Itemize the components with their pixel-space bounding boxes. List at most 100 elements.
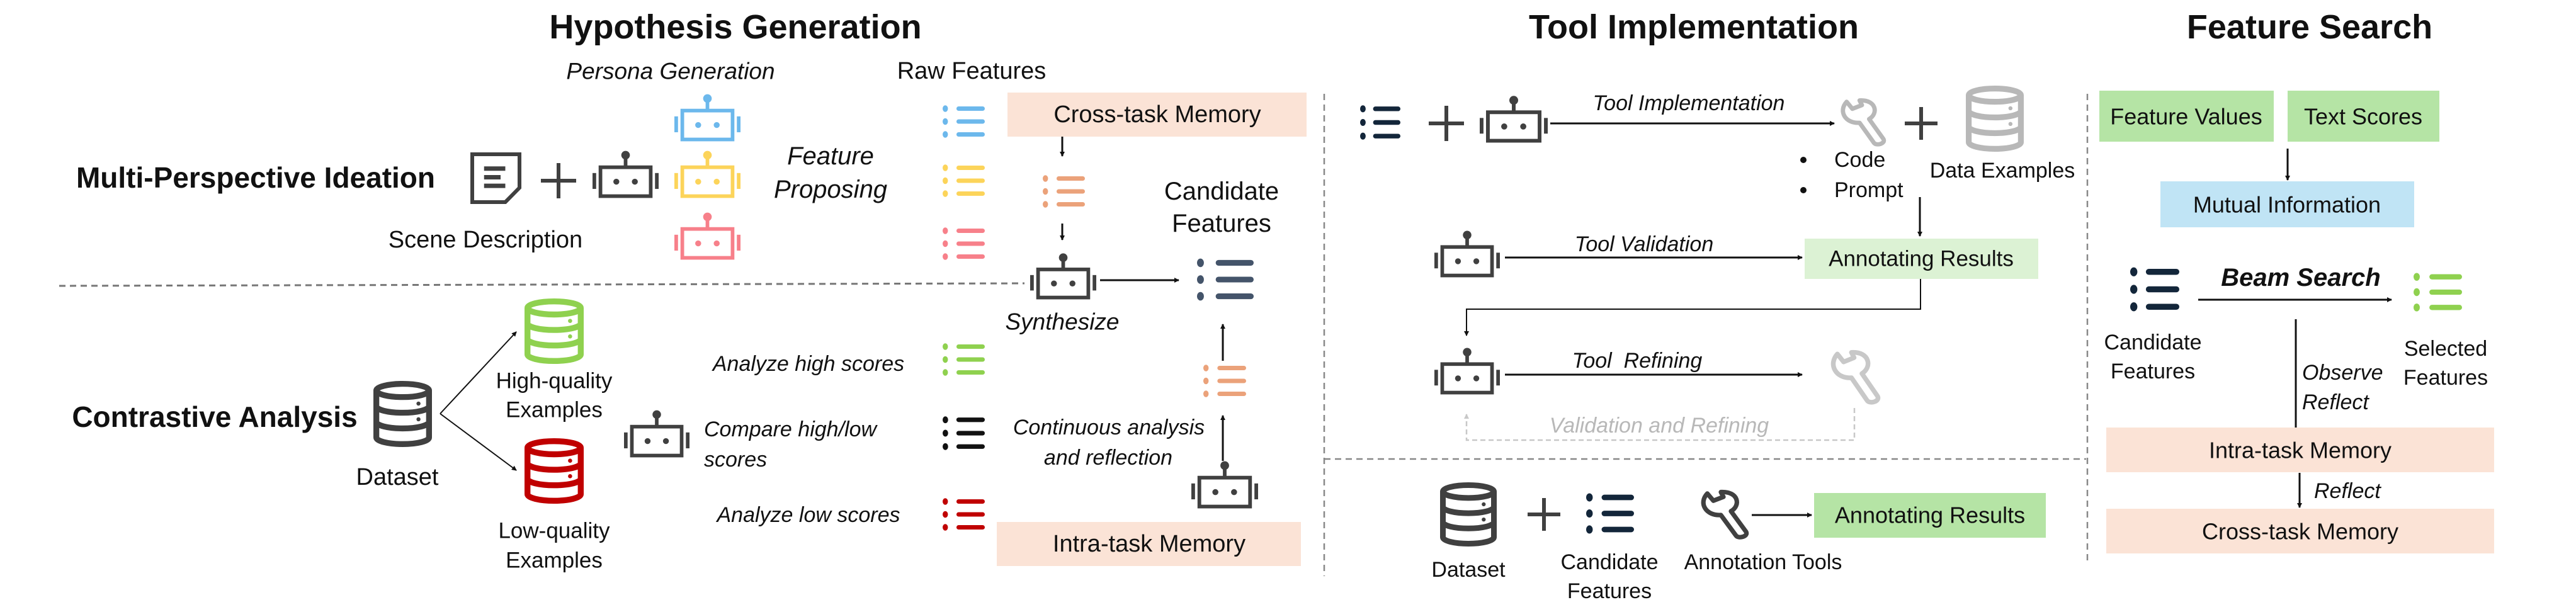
beam-search-label: Beam Search [2221, 264, 2380, 292]
contrastive-analysis-label: Contrastive Analysis [72, 400, 357, 433]
plus-icon [1528, 498, 1560, 531]
robot-icon [1479, 96, 1548, 143]
candidate-features-label: Candidate [1560, 550, 1658, 574]
list-icon [1203, 365, 1246, 397]
list-icon [943, 416, 985, 450]
prompt-label: Prompt [1834, 178, 1904, 202]
data-examples-label: Data Examples [1930, 159, 2075, 183]
observe-label: Observe [2302, 361, 2383, 385]
candidate-features-label: Features [1172, 210, 1271, 237]
list-icon [943, 227, 985, 260]
text-scores-label: Text Scores [2304, 104, 2422, 130]
arrow [440, 413, 517, 471]
wrench-icon [1841, 98, 1887, 147]
selected-features-label: Selected [2404, 337, 2487, 361]
list-icon [1197, 258, 1254, 301]
candidate-features-label: Candidate [2104, 331, 2201, 354]
intra-task-memory-label: Intra-task Memory [1053, 531, 1245, 557]
plus-icon [1905, 107, 1938, 140]
candidate-features-label: Features [1567, 579, 1652, 603]
robot-icon [674, 94, 741, 142]
analyze-low-label: Analyze low scores [715, 503, 900, 527]
reflect-label: Reflect [2314, 479, 2381, 503]
tool-validation-label: Tool Validation [1575, 232, 1714, 256]
robot-icon [1434, 348, 1500, 395]
compare-label: scores [704, 448, 767, 472]
cross-task-memory-box [1007, 93, 1307, 137]
candidate-features-label: Candidate [1164, 178, 1279, 205]
analyze-high-label: Analyze high scores [712, 352, 904, 376]
feature-proposing-label: Proposing [774, 176, 887, 203]
annotation-tools-label: Annotation Tools [1684, 550, 1842, 574]
multi-perspective-ideation-label: Multi-Perspective Ideation [76, 161, 435, 194]
plus-icon [1429, 106, 1464, 141]
continuous-analysis-label: and reflection [1044, 446, 1172, 470]
low-quality-label: Low-quality [498, 519, 610, 543]
mutual-information-label: Mutual Information [2193, 192, 2381, 218]
database-icon [525, 298, 584, 364]
list-icon [1043, 175, 1085, 208]
robot-icon [1434, 230, 1500, 278]
intra-task-memory-box [997, 522, 1301, 566]
raw-features-label: Raw Features [897, 58, 1047, 84]
dataset-label: Dataset [356, 464, 439, 490]
list-icon [2414, 273, 2463, 312]
annotating-results-final-label: Annotating Results [1835, 502, 2025, 528]
list-icon [1360, 105, 1400, 140]
list-icon [943, 343, 985, 376]
reflect-label: Reflect [2302, 390, 2369, 414]
code-label: Code [1834, 148, 1885, 172]
list-icon [2130, 267, 2179, 312]
list-icon [943, 164, 985, 197]
robot-icon [674, 212, 741, 260]
text-scores-box [2288, 91, 2439, 142]
robot-icon [623, 410, 690, 458]
validation-refining-loop [1464, 408, 1856, 441]
hypothesis-generation-title: Hypothesis Generation [549, 8, 921, 46]
section-divider [59, 282, 1025, 287]
cross-task-memory-label: Cross-task Memory [1053, 101, 1261, 128]
tool-implementation-title: Tool Implementation [1529, 8, 1859, 46]
low-quality-label: Examples [506, 548, 603, 573]
tool-implementation-label: Tool Implementation [1593, 91, 1785, 115]
list-icon [943, 498, 985, 531]
continuous-analysis-label: Continuous analysis [1013, 416, 1205, 439]
dataset-label: Dataset [1431, 558, 1506, 582]
annotating-results-label: Annotating Results [1829, 247, 2014, 271]
selected-features-label: Features [2403, 366, 2488, 390]
bullet [1800, 187, 1807, 193]
persona-generation-label: Persona Generation [566, 59, 775, 84]
database-icon [1440, 482, 1497, 547]
search-cross-task-memory-box [2106, 509, 2494, 553]
robot-icon [1030, 253, 1097, 300]
tool-refining-label: Tool Refining [1572, 349, 1703, 373]
robot-icon [674, 150, 741, 198]
bullet [1800, 157, 1807, 163]
database-icon [1966, 86, 2024, 152]
intra-task-memory-label: Intra-task Memory [2209, 438, 2392, 463]
feature-values-box [2099, 91, 2274, 142]
annotating-results-box [1805, 239, 2038, 279]
database-icon [373, 381, 433, 447]
robot-icon [593, 150, 659, 198]
arrow [1464, 279, 1921, 336]
robot-icon [1191, 461, 1258, 509]
document-icon [470, 152, 521, 204]
high-quality-label: High-quality [496, 369, 613, 394]
feature-values-label: Feature Values [2110, 104, 2262, 130]
plus-icon [541, 163, 576, 198]
validation-refining-label: Validation and Refining [1550, 414, 1769, 438]
search-intra-task-memory-box [2106, 428, 2494, 472]
wrench-icon [1701, 489, 1749, 540]
mutual-information-box [2160, 181, 2414, 227]
annotating-results-final-box [1814, 493, 2046, 538]
synthesize-label: Synthesize [1006, 309, 1120, 335]
candidate-features-label: Features [2111, 360, 2195, 383]
list-icon [943, 105, 985, 138]
compare-label: Compare high/low [704, 417, 878, 441]
scene-description-label: Scene Description [389, 227, 582, 253]
feature-proposing-label: Feature [787, 142, 874, 170]
database-icon [525, 438, 584, 504]
high-quality-label: Examples [506, 398, 603, 422]
